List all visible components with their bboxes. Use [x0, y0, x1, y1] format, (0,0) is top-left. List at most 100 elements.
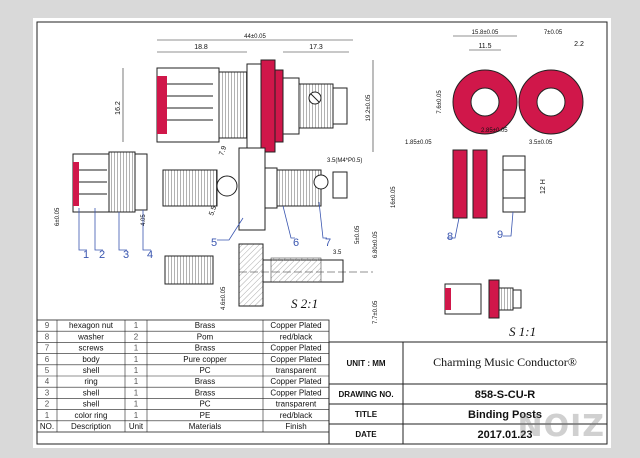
dim-head-height: 16.2 — [115, 101, 122, 115]
callout-3: 3 — [123, 249, 129, 261]
bom-cell-description: shell — [83, 388, 100, 397]
callout-6: 6 — [293, 237, 299, 249]
bom-cell-materials: Brass — [195, 388, 215, 397]
bom-cell-materials: Brass — [195, 377, 215, 386]
actual-size-view: S 1:1 — [444, 279, 536, 339]
bom-cell-unit: 1 — [134, 377, 139, 386]
bom-cell-unit: 1 — [134, 366, 139, 375]
dim-small-width: 7±0.05 — [544, 30, 563, 36]
dim-angle: 7.9 — [218, 145, 228, 157]
bom-cell-description: body — [82, 355, 99, 364]
bom-cell-unit: 1 — [134, 321, 139, 330]
date-label: DATE — [355, 430, 377, 439]
exploded-view: 7.9 5.5 3.5(M4*P0.5) 4.05 6±0.05 16±0.05… — [55, 145, 397, 261]
dim-680: 6.80±0.05 — [373, 231, 379, 258]
bom-cell-finish: Copper Plated — [270, 388, 321, 397]
dim-overall-length: 44±0.05 — [244, 34, 266, 40]
date-value: 2017.01.23 — [477, 429, 532, 441]
bom-cell-materials: Pom — [197, 332, 214, 341]
dim-35: 3.5 — [333, 250, 342, 256]
bom-cell-no: 2 — [45, 400, 50, 409]
drawing-sheet: 44±0.05 18.8 17.3 16.2 19.2±0.05 15.8±0.… — [33, 18, 611, 448]
bom-cell-unit: 1 — [134, 388, 139, 397]
bom-cell-finish: transparent — [276, 366, 317, 375]
bom-cell-description: washer — [77, 332, 104, 341]
bom-cell-description: hexagon nut — [69, 321, 114, 330]
table-row: 5 shell 1 PC transparent — [45, 366, 317, 375]
drawing-no: 858-S-CU-R — [475, 389, 536, 401]
dim-washer-inner: 11.5 — [478, 43, 491, 50]
bom-cell-materials: PC — [199, 400, 210, 409]
bom-cell-unit: 1 — [134, 344, 139, 353]
dim-thread-spec: 3.5(M4*P0.5) — [327, 158, 362, 164]
bom-cell-no: 9 — [45, 321, 50, 330]
bom-cell-no: 8 — [45, 332, 50, 341]
dim-nut-thick: 3.5±0.05 — [529, 140, 553, 146]
bom-cell-description: shell — [83, 400, 100, 409]
washer-side-views: 1.85±0.05 2.85±0.05 3.5±0.05 12 H 8 9 — [405, 128, 553, 243]
bom-cell-description: screws — [79, 344, 104, 353]
table-row: 6 body 1 Pure copper Copper Plated — [45, 355, 322, 364]
bom-cell-no: 6 — [45, 355, 50, 364]
title-value: Binding Posts — [468, 409, 542, 421]
bom-cell-unit: 2 — [134, 332, 139, 341]
title-block: UNIT : MM Charming Music Conductor® DRAW… — [328, 341, 608, 445]
callout-2: 2 — [99, 249, 105, 261]
dim-washer-height: 7.6±0.05 — [437, 90, 443, 114]
dim-16: 16±0.05 — [391, 186, 397, 208]
bom-cell-materials: Brass — [195, 344, 215, 353]
drawing-frame — [36, 21, 608, 445]
table-row: 3 shell 1 Brass Copper Plated — [45, 388, 322, 397]
table-row: 7 screws 1 Brass Copper Plated — [45, 344, 322, 353]
bom-cell-no: 3 — [45, 388, 50, 397]
bom-cell-materials: PC — [199, 366, 210, 375]
bom-cell-materials: Materials — [189, 422, 221, 431]
dim-diameter: 5.5 — [208, 205, 218, 217]
top-assembly-view: 44±0.05 18.8 17.3 16.2 19.2±0.05 — [115, 34, 374, 153]
drawing-no-label: DRAWING NO. — [338, 390, 393, 399]
bom-cell-finish: red/black — [280, 411, 313, 420]
table-row: 2 shell 1 PC transparent — [45, 400, 317, 409]
dim-small-inner: 2.2 — [574, 41, 584, 48]
dim-6: 6±0.05 — [55, 207, 61, 226]
technical-drawing: 44±0.05 18.8 17.3 16.2 19.2±0.05 15.8±0.… — [36, 21, 608, 445]
bom-cell-description: ring — [84, 377, 97, 386]
callout-7: 7 — [325, 237, 331, 249]
section-view: 3.5 4.6±0.05 7.7±0.05 S 2:1 — [164, 243, 379, 324]
dim-right-height: 19.2±0.05 — [366, 94, 372, 121]
bom-cell-description: shell — [83, 366, 100, 375]
bom-cell-finish: Copper Plated — [270, 377, 321, 386]
bom-cell-unit: Unit — [129, 422, 144, 431]
dim-405: 4.05 — [141, 214, 147, 226]
bom-cell-no: 1 — [45, 411, 50, 420]
bom-cell-no: 4 — [45, 377, 50, 386]
callout-4: 4 — [147, 249, 153, 261]
dim-nut-height: 12 H — [540, 179, 547, 194]
bom-cell-no: 5 — [45, 366, 50, 375]
bom-cell-unit: 1 — [134, 400, 139, 409]
callout-9: 9 — [497, 229, 503, 241]
bom-cell-finish: Copper Plated — [270, 344, 321, 353]
bom-cell-unit: 1 — [134, 355, 139, 364]
bom-cell-materials: Brass — [195, 321, 215, 330]
scale-2-1: S 2:1 — [291, 296, 318, 311]
bom-cell-materials: Pure copper — [183, 355, 227, 364]
bom-cell-description: Description — [71, 422, 111, 431]
bom-cell-materials: PE — [200, 411, 211, 420]
color-ring-top — [157, 76, 167, 134]
bom-cell-no: NO. — [40, 422, 54, 431]
dim-5: 5±0.05 — [355, 225, 361, 244]
dim-washer-outer: 15.8±0.05 — [472, 30, 499, 36]
callout-1: 1 — [83, 249, 89, 261]
dim-thread-length: 17.3 — [309, 44, 323, 51]
bom-cell-no: 7 — [45, 344, 50, 353]
dim-46: 4.6±0.05 — [221, 286, 227, 310]
bom-cell-description: color ring — [75, 411, 108, 420]
unit-label: UNIT : MM — [346, 359, 385, 368]
bom-cell-finish: Copper Plated — [270, 355, 321, 364]
bom-cell-finish: transparent — [276, 400, 317, 409]
company-name: Charming Music Conductor® — [433, 355, 577, 369]
